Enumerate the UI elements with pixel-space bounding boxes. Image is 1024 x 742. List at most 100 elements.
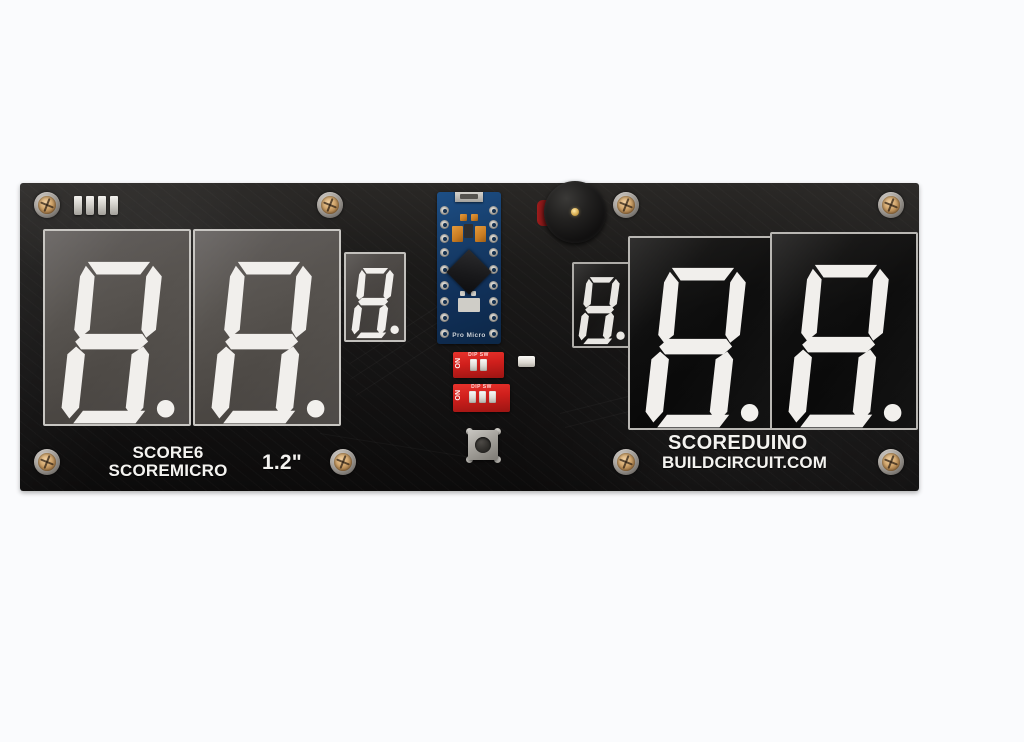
segment-d <box>223 410 296 424</box>
right-small-digit-segments <box>578 277 625 345</box>
pin-pad <box>489 329 498 338</box>
dip-switch-bottom-on-label: ON <box>455 390 462 401</box>
silkscreen-right-labels: SCOREDUINO BUILDCIRCUIT.COM <box>662 433 827 472</box>
segment-a <box>362 268 389 274</box>
decimal-point <box>616 331 625 340</box>
left-small-digit-segments <box>351 268 399 339</box>
dip-switch-top[interactable]: DIP SW ON <box>453 352 504 378</box>
dip-lever-2[interactable] <box>479 391 486 403</box>
segment-d <box>73 410 146 424</box>
pin-pad <box>489 281 498 290</box>
dip-switch-bottom[interactable]: DIP SW ON <box>453 384 510 412</box>
piezo-buzzer <box>544 181 606 243</box>
segment-f <box>224 265 245 338</box>
right-digit-2-module <box>770 232 918 430</box>
screw-cross-slot <box>34 192 60 218</box>
mounting-screw-top-right <box>878 192 904 218</box>
segment-d <box>356 332 387 339</box>
microcontroller-chip <box>446 249 492 295</box>
silkscreen-size-marking: 1.2" <box>262 451 302 474</box>
tactile-push-button[interactable] <box>468 430 498 460</box>
screw-cross-slot <box>878 192 904 218</box>
gold-pad <box>452 226 463 242</box>
micro-usb-connector[interactable] <box>455 192 483 202</box>
dip-lever-1[interactable] <box>470 359 477 371</box>
decimal-point <box>883 403 902 422</box>
segment-e <box>788 349 812 423</box>
pin-pad <box>440 329 449 338</box>
screw-cross-slot <box>878 449 904 475</box>
segment-b <box>725 271 746 343</box>
right-small-digit-module <box>572 262 630 348</box>
gold-pad <box>460 214 467 221</box>
segment-a <box>814 264 878 278</box>
pin-pad <box>440 234 449 243</box>
dip-switch-top-on-label: ON <box>455 358 462 369</box>
pin-pad <box>489 265 498 274</box>
segment-e <box>211 346 235 419</box>
pin-pad <box>440 220 449 229</box>
pin-pad <box>489 220 498 229</box>
left-small-digit-module <box>344 252 406 342</box>
decimal-point <box>156 399 175 418</box>
pin-pad <box>440 313 449 322</box>
segment-e <box>61 346 85 419</box>
left-digit-1-segments <box>61 261 175 424</box>
mounting-screw-bottom-center-left <box>330 449 356 475</box>
header-pin-2 <box>86 196 94 215</box>
dip-lever-3[interactable] <box>489 391 496 403</box>
dip-lever-2[interactable] <box>480 359 487 371</box>
segment-a <box>671 267 735 281</box>
header-pin-4 <box>110 196 118 215</box>
arduino-pro-micro[interactable]: Pro Micro <box>437 192 501 344</box>
segment-c <box>602 312 615 341</box>
dip-switch-bottom-title: DIP SW <box>471 384 492 390</box>
segment-a <box>87 261 151 275</box>
segment-f <box>583 278 593 308</box>
dip-switch-top-title: DIP SW <box>468 352 489 358</box>
segment-c <box>852 349 877 423</box>
left-digit-2-segments <box>211 261 325 424</box>
pin-pad <box>440 206 449 215</box>
mounting-screw-top-center-right <box>613 192 639 218</box>
pin-pad <box>440 265 449 274</box>
segment-b <box>141 265 162 338</box>
segment-f <box>356 269 366 300</box>
segment-b <box>291 265 312 338</box>
segment-b <box>609 278 620 308</box>
segment-e <box>351 304 362 335</box>
segment-g <box>585 305 615 314</box>
left-digit-2-module <box>193 229 341 426</box>
decimal-point <box>306 399 325 418</box>
segment-c <box>709 351 734 423</box>
pin-pad <box>489 297 498 306</box>
segment-c <box>376 304 389 335</box>
segment-d <box>583 338 613 345</box>
screw-cross-slot <box>34 449 60 475</box>
segment-d <box>657 414 730 428</box>
segment-f <box>74 265 95 338</box>
screw-cross-slot <box>613 192 639 218</box>
pin-pad <box>489 248 498 257</box>
pin-pad <box>489 206 498 215</box>
segment-c <box>125 346 150 419</box>
segment-g <box>225 333 299 350</box>
silkscreen-left-labels: SCORE6 SCOREMICRO <box>88 444 248 480</box>
dip-lever-1[interactable] <box>469 391 476 403</box>
screw-cross-slot <box>317 192 343 218</box>
segment-e <box>578 312 589 341</box>
smd-white-component <box>518 356 535 367</box>
segment-f <box>658 271 679 343</box>
silkscreen-scoreduino: SCOREDUINO <box>668 432 808 454</box>
tact-button-leg <box>494 456 501 463</box>
right-digit-1-module <box>628 236 775 430</box>
silkscreen-buildcircuit: BUILDCIRCUIT.COM <box>662 453 827 472</box>
mounting-screw-bottom-left <box>34 449 60 475</box>
segment-f <box>801 268 822 341</box>
smd-part <box>460 291 465 296</box>
decimal-point <box>740 404 759 422</box>
segment-a <box>589 277 615 283</box>
right-digit-2-segments <box>788 264 902 428</box>
pin-pad <box>440 281 449 290</box>
